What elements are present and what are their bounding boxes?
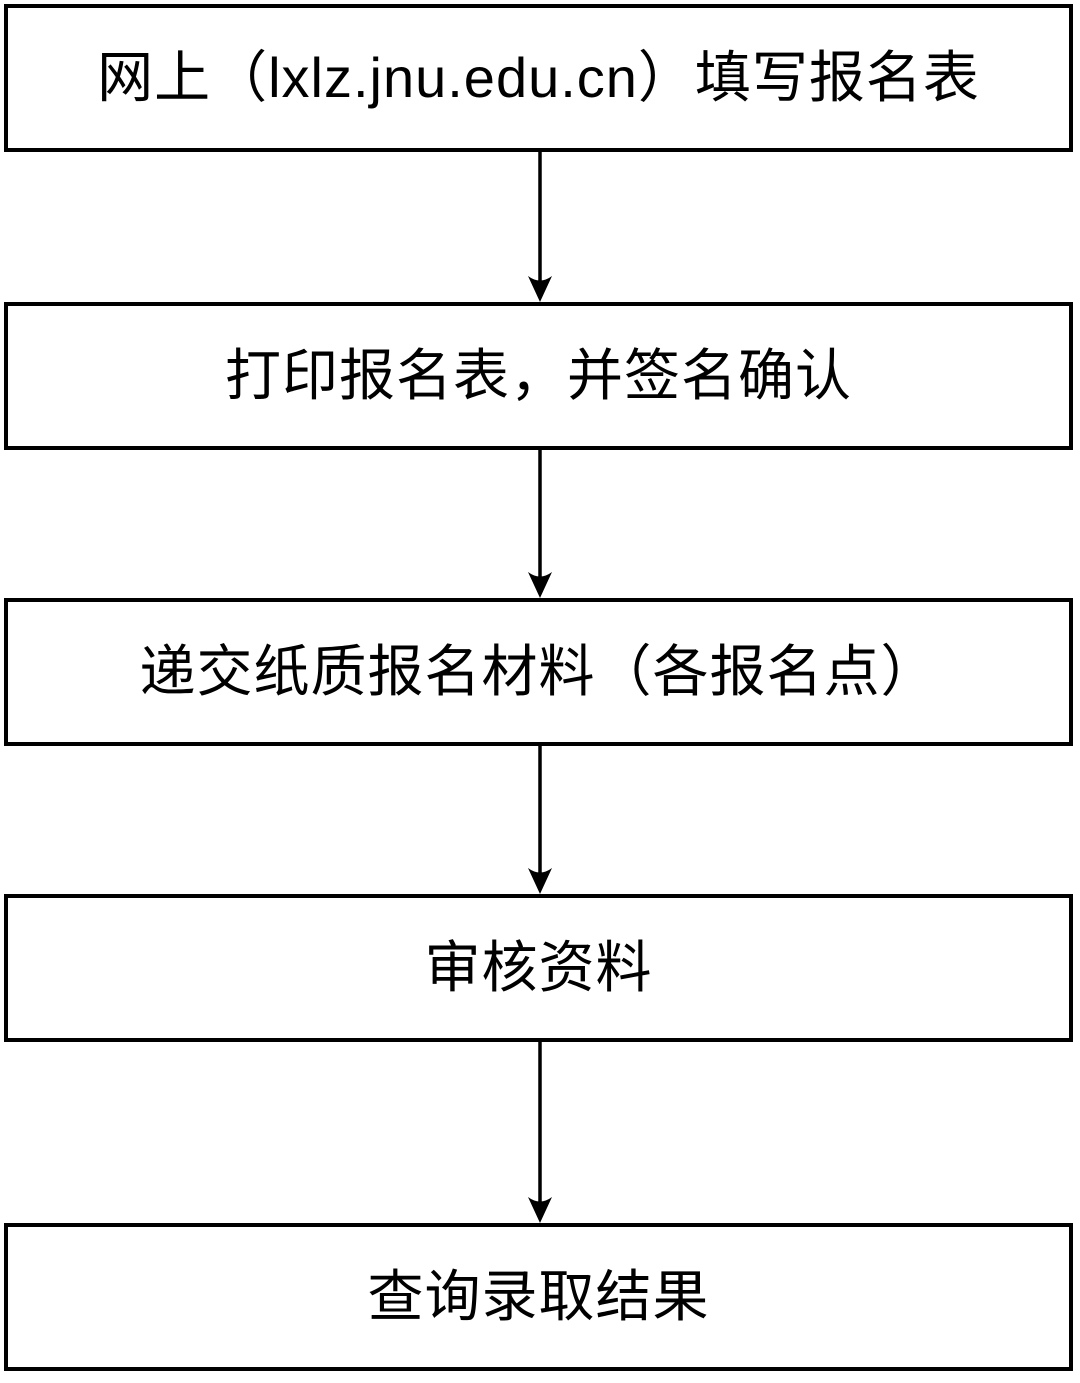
down-arrow-icon bbox=[528, 450, 552, 598]
down-arrow-icon bbox=[528, 746, 552, 894]
flow-step-label: 审核资料 bbox=[424, 936, 653, 999]
down-arrow-icon bbox=[528, 152, 552, 302]
down-arrow-icon bbox=[528, 1042, 552, 1223]
flow-step-label: 递交纸质报名材料（各报名点） bbox=[139, 640, 938, 703]
flow-step-submit-materials: 递交纸质报名材料（各报名点） bbox=[4, 598, 1073, 746]
flow-step-review: 审核资料 bbox=[4, 894, 1073, 1042]
flow-step-label: 查询录取结果 bbox=[367, 1265, 710, 1328]
flow-step-label: 网上（lxlz.jnu.edu.cn）填写报名表 bbox=[97, 46, 980, 109]
flow-step-check-result: 查询录取结果 bbox=[4, 1223, 1073, 1371]
flow-step-fill-form: 网上（lxlz.jnu.edu.cn）填写报名表 bbox=[4, 4, 1073, 152]
flow-step-label: 打印报名表，并签名确认 bbox=[225, 344, 852, 407]
flow-step-print-sign: 打印报名表，并签名确认 bbox=[4, 302, 1073, 450]
